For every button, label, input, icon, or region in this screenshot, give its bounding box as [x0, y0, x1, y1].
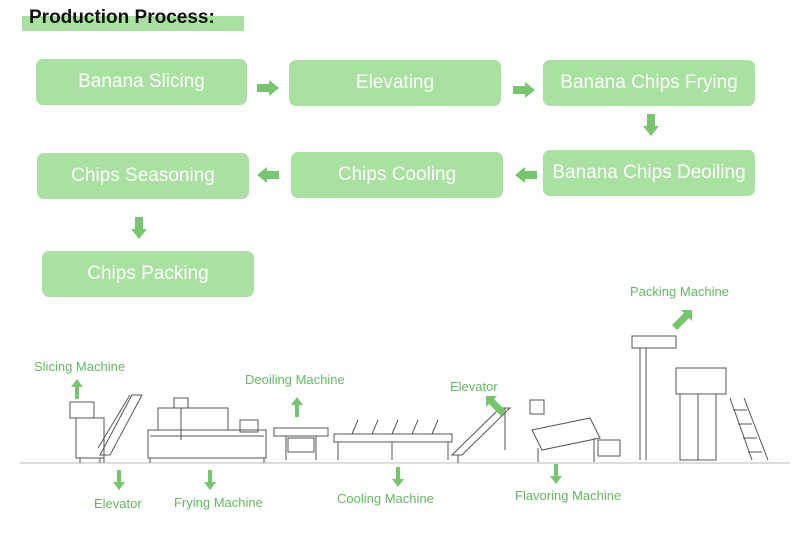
arrow-right-icon	[513, 82, 535, 98]
arrow-up-icon	[291, 397, 303, 417]
label-packing-machine: Packing Machine	[630, 284, 729, 299]
step-chips-seasoning: Chips Seasoning	[37, 153, 249, 199]
arrow-diagonal-icon	[672, 310, 692, 330]
arrow-down-icon	[204, 470, 216, 490]
step-banana-chips-frying: Banana Chips Frying	[543, 60, 755, 106]
arrow-down-icon	[392, 467, 404, 487]
label-elevator-1: Elevator	[94, 496, 142, 511]
arrow-left-icon	[515, 167, 537, 183]
label-flavoring-machine: Flavoring Machine	[515, 488, 622, 503]
arrow-down-icon	[550, 464, 562, 484]
arrow-down-icon	[643, 114, 659, 136]
page-title: Production Process:	[29, 7, 215, 28]
arrow-down-icon	[113, 470, 125, 490]
step-elevating: Elevating	[289, 60, 501, 106]
label-cooling-machine: Cooling Machine	[337, 491, 434, 506]
title-highlight	[22, 16, 244, 31]
arrow-down-icon	[131, 217, 147, 239]
arrow-diagonal-icon	[486, 396, 506, 416]
step-banana-slicing: Banana Slicing	[36, 59, 247, 105]
step-banana-chips-deoiling: Banana Chips Deoiling	[543, 150, 755, 196]
label-deoiling-machine: Deoiling Machine	[245, 372, 345, 387]
arrow-up-icon	[71, 379, 83, 399]
arrow-right-icon	[257, 80, 279, 96]
label-elevator-2: Elevator	[450, 379, 498, 394]
label-slicing-machine: Slicing Machine	[34, 359, 126, 374]
step-chips-cooling: Chips Cooling	[291, 152, 503, 198]
step-chips-packing: Chips Packing	[42, 251, 254, 297]
arrow-left-icon	[257, 167, 279, 183]
label-frying-machine: Frying Machine	[174, 495, 263, 510]
